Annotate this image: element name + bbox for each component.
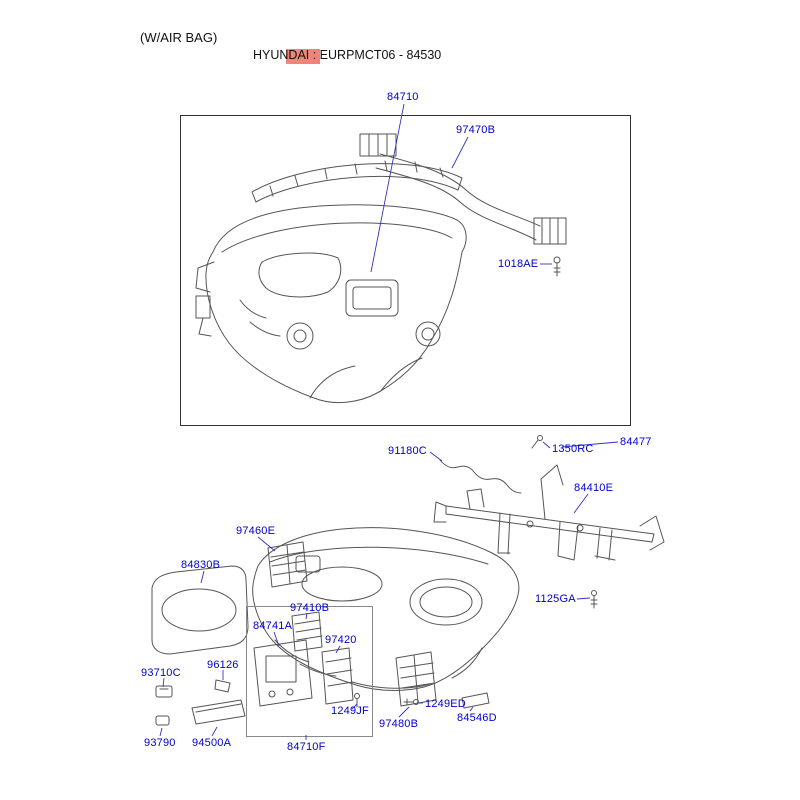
part-label-97470b[interactable]: 97470B bbox=[456, 124, 496, 136]
part-label-91180c[interactable]: 91180C bbox=[388, 445, 427, 457]
panel-94500a-drawing bbox=[191, 699, 246, 725]
center-facia-drawing bbox=[253, 639, 313, 707]
vent-97480b-drawing bbox=[395, 651, 437, 707]
heater-duct-drawing bbox=[359, 133, 567, 245]
vent-97460e-drawing bbox=[267, 541, 308, 588]
bracket-84546d-drawing bbox=[461, 692, 490, 709]
part-label-97420[interactable]: 97420 bbox=[325, 634, 357, 646]
cowl-crossbar-drawing bbox=[433, 464, 665, 561]
upper-diagram-frame bbox=[180, 115, 631, 426]
part-label-97460e[interactable]: 97460E bbox=[236, 525, 276, 537]
screw-1350rc-icon bbox=[531, 435, 543, 449]
part-label-1018ae[interactable]: 1018AE bbox=[498, 258, 539, 270]
part-label-84477[interactable]: 84477 bbox=[620, 436, 652, 448]
part-label-1350rc[interactable]: 1350RC bbox=[552, 443, 594, 455]
part-label-1249jf[interactable]: 1249JF bbox=[331, 705, 369, 717]
screw-1249ed-icon bbox=[403, 698, 419, 706]
screw-1249jf-icon bbox=[354, 693, 360, 708]
part-label-84546d[interactable]: 84546D bbox=[457, 712, 497, 724]
part-label-84410e[interactable]: 84410E bbox=[574, 482, 614, 494]
part-label-1249ed[interactable]: 1249ED bbox=[425, 698, 466, 710]
defroster-garnish-drawing bbox=[251, 160, 463, 203]
clip-96126-drawing bbox=[214, 679, 231, 693]
part-label-97480b[interactable]: 97480B bbox=[379, 718, 419, 730]
part-label-94500a[interactable]: 94500A bbox=[192, 737, 232, 749]
screw-1125ga-icon bbox=[590, 590, 598, 609]
part-label-97410b[interactable]: 97410B bbox=[290, 602, 330, 614]
page-title: HYUNDAI : EURPMCT06 - 84530 bbox=[253, 48, 442, 62]
part-label-96126[interactable]: 96126 bbox=[207, 659, 239, 671]
airbag-note: (W/AIR BAG) bbox=[140, 30, 218, 45]
switch-93790-drawing bbox=[155, 715, 170, 726]
center-facia-group-box bbox=[246, 606, 373, 737]
switch-93710c-drawing bbox=[155, 685, 173, 698]
vent-97410b-drawing bbox=[291, 611, 323, 652]
wiring-drawing bbox=[439, 459, 522, 494]
screw-1018ae-icon bbox=[553, 256, 561, 277]
part-label-84710[interactable]: 84710 bbox=[387, 91, 419, 103]
vent-97420-drawing bbox=[321, 647, 354, 705]
cluster-facia-drawing bbox=[151, 565, 249, 655]
lower-crash-pad-drawing bbox=[252, 527, 520, 691]
search-highlight bbox=[286, 49, 320, 64]
part-label-84830b[interactable]: 84830B bbox=[181, 559, 221, 571]
part-label-93790[interactable]: 93790 bbox=[144, 737, 176, 749]
part-label-84741a[interactable]: 84741A bbox=[253, 620, 293, 632]
leader-lines bbox=[159, 103, 619, 740]
part-label-1125ga[interactable]: 1125GA bbox=[535, 593, 576, 605]
part-label-93710c[interactable]: 93710C bbox=[141, 667, 181, 679]
crash-pad-assembly-drawing bbox=[195, 204, 467, 403]
part-label-84710f[interactable]: 84710F bbox=[287, 741, 326, 753]
